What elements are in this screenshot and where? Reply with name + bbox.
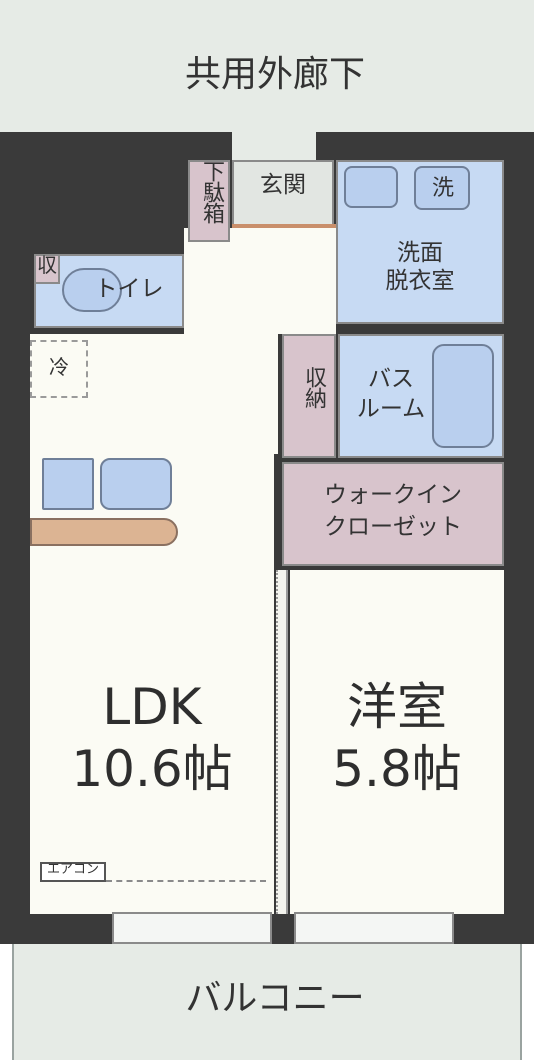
wash-basin [344,166,398,208]
hallway [184,228,336,334]
ldk-label-1: LDK [102,678,202,736]
balcony-label: バルコニー [185,978,365,1019]
corridor-label: 共用外廊下 [184,54,365,95]
window-western[interactable] [294,912,454,944]
western-label-2: 5.8帖 [332,740,462,798]
shoe-box-label: 下駄箱 [199,160,224,223]
ldk-label-2: 10.6帖 [71,740,233,798]
stove-burners [42,458,94,510]
western-room-bay [290,860,470,914]
toilet-storage[interactable] [34,254,60,284]
hall-lower [184,334,278,454]
kitchen-counter [30,518,178,546]
walk-in-label-1: ウォークイン [324,482,462,508]
entrance-label: 玄関 [260,172,306,198]
balcony-area [12,944,522,1060]
storage-label: 収納 [301,366,326,408]
kitchen-sink [100,458,172,510]
shoe-box[interactable] [188,160,230,242]
sliding-door[interactable] [276,570,288,914]
bath-label-2: ルーム [356,396,426,422]
toilet-label: トイレ [94,276,164,302]
bath-label-1: バス [368,366,414,392]
corridor-area [0,0,534,132]
western-room[interactable] [290,570,504,914]
washroom-label-2: 脱衣室 [385,268,455,294]
walk-in-label-2: クローゼット [324,514,462,540]
washing-machine-space [414,166,470,210]
toilet-bowl [62,268,122,312]
walk-in-closet[interactable] [282,462,504,566]
washer-label: 洗 [431,176,454,201]
entrance-step [232,224,336,228]
toilet-storage-label: 収 [37,253,57,277]
corridor-alcove [232,132,316,162]
fridge-label: 冷 [49,355,69,379]
aircon-unit [40,862,106,882]
bathtub [432,344,494,448]
aircon-line [106,880,266,882]
window-ldk[interactable] [112,912,272,944]
western-label-1: 洋室 [347,678,447,736]
fridge-space [30,340,88,398]
storage-closet[interactable] [282,334,336,458]
aircon-label: エアコン [46,862,99,877]
washroom-label-1: 洗面 [397,240,443,266]
